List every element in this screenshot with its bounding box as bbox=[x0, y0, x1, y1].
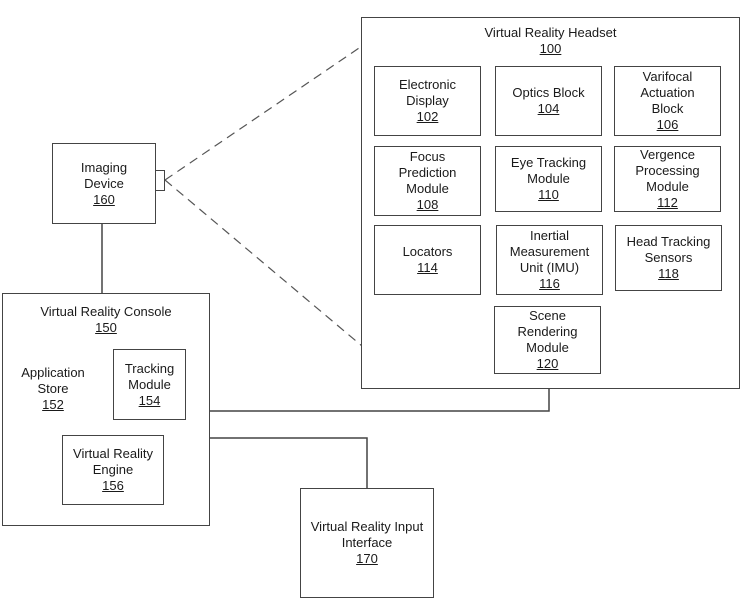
tracking-module-box: Tracking Module 154 bbox=[113, 349, 186, 420]
console-number: 150 bbox=[95, 320, 117, 335]
virtual-reality-engine-number: 156 bbox=[102, 478, 124, 493]
head-tracking-sensors-number: 118 bbox=[658, 266, 679, 281]
application-store-label: Application Store bbox=[21, 365, 85, 396]
input-interface-number: 170 bbox=[356, 551, 378, 566]
varifocal-actuation-block-number: 106 bbox=[656, 117, 679, 132]
electronic-display-number: 102 bbox=[416, 109, 439, 124]
focus-prediction-module-box: Focus Prediction Module 108 bbox=[374, 146, 481, 216]
locators-number: 114 bbox=[417, 260, 438, 275]
optics-block-box: Optics Block 104 bbox=[495, 66, 602, 136]
tracking-module-label: Tracking Module bbox=[124, 360, 175, 392]
headset-title: Virtual Reality Headset 100 bbox=[362, 25, 739, 57]
application-store-text: Application Store 152 bbox=[10, 365, 96, 413]
field-of-view-upper-dash bbox=[164, 45, 363, 181]
inertial-measurement-unit-label: Inertial Measurement Unit (IMU) bbox=[509, 228, 590, 275]
tracking-module-number: 154 bbox=[138, 392, 161, 408]
imaging-device-box: Imaging Device 160 bbox=[52, 143, 156, 224]
varifocal-actuation-block-label: Varifocal Actuation Block bbox=[640, 69, 695, 116]
headset-name: Virtual Reality Headset bbox=[484, 25, 617, 40]
electronic-display-box: Electronic Display 102 bbox=[374, 66, 481, 136]
vergence-processing-module-number: 112 bbox=[657, 195, 678, 210]
imaging-device-label: Imaging Device bbox=[80, 159, 128, 191]
field-of-view-lower-dash bbox=[164, 179, 363, 347]
scene-rendering-module-label: Scene Rendering Module bbox=[517, 308, 578, 355]
scene-rendering-module-box: Scene Rendering Module 120 bbox=[494, 306, 601, 374]
electronic-display-label: Electronic Display bbox=[398, 77, 457, 108]
head-tracking-sensors-box: Head Tracking Sensors 118 bbox=[615, 225, 722, 291]
console-title: Virtual Reality Console 150 bbox=[3, 304, 209, 336]
vergence-processing-module-label: Vergence Processing Module bbox=[635, 147, 700, 194]
input-interface-box: Virtual Reality Input Interface 170 bbox=[300, 488, 434, 598]
application-store-number: 152 bbox=[42, 397, 64, 412]
console-name: Virtual Reality Console bbox=[40, 304, 172, 319]
optics-block-number: 104 bbox=[537, 101, 560, 116]
focus-prediction-module-label: Focus Prediction Module bbox=[398, 149, 457, 196]
eye-tracking-module-box: Eye Tracking Module 110 bbox=[495, 146, 602, 212]
virtual-reality-engine-box: Virtual Reality Engine 156 bbox=[62, 435, 164, 505]
console-to-input-line bbox=[209, 437, 368, 488]
input-interface-label: Virtual Reality Input Interface bbox=[310, 519, 424, 550]
vergence-processing-module-box: Vergence Processing Module 112 bbox=[614, 146, 721, 212]
console-to-headset-line bbox=[209, 389, 550, 412]
head-tracking-sensors-label: Head Tracking Sensors bbox=[626, 234, 711, 265]
focus-prediction-module-number: 108 bbox=[416, 197, 439, 212]
eye-tracking-module-number: 110 bbox=[538, 187, 559, 202]
virtual-reality-engine-label: Virtual Reality Engine bbox=[73, 446, 153, 477]
inertial-measurement-unit-number: 116 bbox=[539, 276, 560, 291]
eye-tracking-module-label: Eye Tracking Module bbox=[510, 155, 587, 186]
inertial-measurement-unit-box: Inertial Measurement Unit (IMU) 116 bbox=[496, 225, 603, 295]
imaging-device-number: 160 bbox=[93, 191, 115, 207]
locators-box: Locators 114 bbox=[374, 225, 481, 295]
scene-rendering-module-number: 120 bbox=[536, 356, 559, 371]
optics-block-label: Optics Block bbox=[512, 85, 585, 100]
imaging-device-lens bbox=[155, 170, 165, 191]
headset-number: 100 bbox=[539, 41, 562, 56]
varifocal-actuation-block-box: Varifocal Actuation Block 106 bbox=[614, 66, 721, 136]
locators-label: Locators bbox=[402, 244, 453, 259]
